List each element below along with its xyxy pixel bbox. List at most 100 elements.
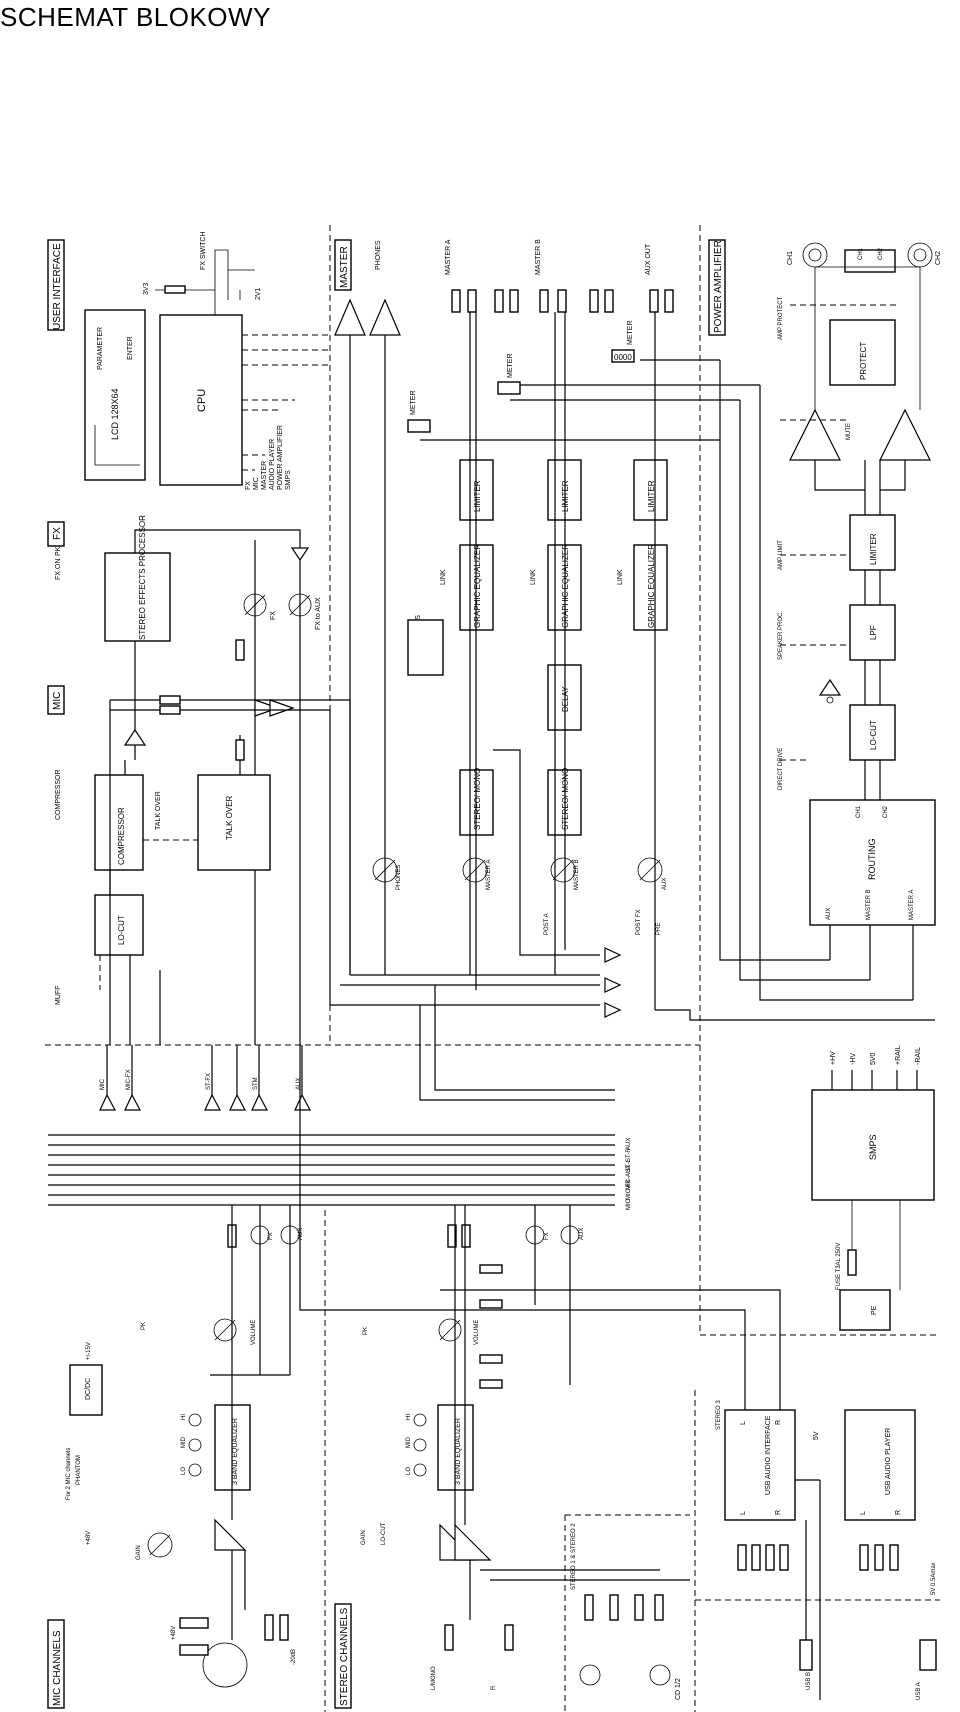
volume-mic-knob	[213, 1318, 237, 1342]
mute-pa-label: MUTE	[846, 423, 852, 440]
lo-cut-block	[94, 894, 144, 956]
bus-mic-aux: MIC-AUX	[626, 1165, 632, 1190]
lo-cut-pa-label: LO-CUT	[869, 720, 878, 750]
usb-player-block	[844, 1409, 916, 1521]
link-b-label: LINK	[530, 569, 537, 585]
rca-right	[649, 1664, 671, 1686]
link-aux-label: LINK	[617, 569, 624, 585]
r-label: R	[491, 1685, 497, 1690]
fx-mic-label: FX	[268, 1232, 274, 1240]
bus-st-l: ST-L	[626, 1159, 632, 1172]
lcd-label: LCD 128X64	[110, 388, 120, 440]
section-master: MASTER	[339, 246, 350, 288]
compressor-label: COMPRESSOR	[117, 807, 126, 865]
fx-switch-label: FX SWITCH	[200, 232, 207, 271]
section-labels: USER INTERFACE FX MIC MASTER POWER AMPLI…	[47, 239, 726, 1709]
fx-to-aux-label: FX to AUX	[315, 597, 322, 630]
bus-micfx-drv: MIC-FX	[126, 1069, 132, 1090]
usb-resistors	[737, 1544, 899, 1571]
usb-area: STEREO 3 USB AUDIO INTERFACE L R L R USB…	[299, 1005, 937, 1700]
lpf-block	[849, 604, 896, 661]
power-amp-1	[789, 408, 841, 461]
usb-interface-block	[724, 1409, 796, 1521]
phones-amp-1	[334, 298, 366, 336]
bus-stfx-drv: ST-FX	[206, 1073, 212, 1090]
master-knobs	[372, 857, 663, 883]
gain-mic-label: GAIN	[136, 1545, 142, 1560]
lo-mic-label: LO	[181, 1467, 187, 1475]
smps-area: SMPS +HV -HV 5V0 +RAIL -RAIL FUSE T3AL 2…	[811, 1045, 935, 1331]
mid-mic-label: MID	[181, 1436, 187, 1448]
eq-stereo-label: 3 BAND EQUALIZER	[455, 1418, 462, 1485]
master-b-knob-label: MASTER B	[574, 859, 580, 890]
mic-preamp	[214, 1518, 247, 1551]
master-signal-lines	[329, 312, 760, 1010]
meter-aux-label: METER	[627, 321, 634, 346]
graphic-eq-a-label: GRAPHIC EQUALIZER	[473, 544, 482, 628]
mixing-bus: AUX ST-R ST-L MIC-AUX MIC-FX MIC MIC MIC…	[48, 985, 632, 1210]
cpu-label: CPU	[196, 389, 208, 412]
compressor-block	[94, 774, 144, 871]
stereo-mono-a-label: STEREO/ MONO	[473, 768, 482, 830]
fx-area: STEREO EFFECTS PROCESSOR FX ON PK FX FX …	[55, 515, 322, 1045]
cpu-out-smps: SMPS	[285, 470, 292, 490]
eq-mic-label: 3 BAND EQUALIZER	[232, 1418, 239, 1485]
mid-st-label: MID	[406, 1436, 412, 1448]
usb-if-l-bottom: L	[740, 1511, 747, 1515]
pk-fx-label: PK	[55, 546, 62, 556]
bus-stm-drv: STM	[253, 1077, 259, 1090]
v5-label: 5V	[813, 1431, 820, 1440]
aux-knob-label: AUX	[662, 878, 668, 890]
speaker-proc-label: SPEAKER PROC.	[778, 611, 784, 660]
usb-if-r-bottom: R	[775, 1510, 782, 1515]
effects-processor-label: STEREO EFFECTS PROCESSOR	[138, 515, 147, 640]
meter-display: 0000	[614, 353, 632, 362]
pa-signal-lines	[655, 266, 935, 1021]
rail-5v0: 5V0	[870, 1052, 877, 1065]
player-l-label: L	[860, 1511, 867, 1515]
graphic-eq-aux-label: GRAPHIC EQUALIZER	[647, 544, 656, 628]
rail-hv-plus: +HV	[830, 1051, 837, 1065]
phones-amp-2	[369, 298, 401, 336]
cpu-out-audio-player: AUDIO PLAYER	[269, 439, 276, 490]
parameter-label: PARAMETER	[97, 327, 104, 370]
usb-b-label: USB B	[806, 1672, 812, 1690]
post-fx-label: POST FX	[636, 909, 642, 935]
lo-cut-st-label: LO-CUT	[381, 1522, 387, 1545]
hi-st-label: HI	[406, 1414, 412, 1420]
bus-aux-drv: AUX	[296, 1078, 302, 1090]
lpf-label: LPF	[869, 625, 878, 640]
dcdc-out-label: +/-15V	[86, 1342, 92, 1360]
v48-mic-label: +48V	[171, 1626, 177, 1640]
gain-mic-knob	[147, 1532, 173, 1558]
usb-if-l-top: L	[740, 1421, 747, 1425]
aux-out-label: AUX OUT	[645, 243, 652, 275]
power-amp-2	[879, 408, 931, 461]
limiter-pa-block	[849, 514, 896, 571]
usb-a-label: USB A	[916, 1682, 922, 1700]
limiter-aux-block	[633, 459, 668, 521]
fuse-label: FUSE T3AL 250V	[836, 1243, 842, 1290]
cpu-out-mic: MIC	[253, 477, 260, 490]
section-mic: MIC	[52, 692, 63, 710]
protect-block	[829, 319, 896, 386]
mains-label: PE	[871, 1305, 878, 1315]
fx-st-label: FX	[544, 1232, 550, 1240]
rca-left	[579, 1664, 601, 1686]
talk-over-switch-label: TALK OVER	[155, 791, 162, 830]
mic-area: COMPRESSOR TALK OVER LO-CUT TALK OVER CO…	[55, 639, 350, 1045]
routing-ch1-label: CH1	[856, 805, 862, 818]
master-a-label: MASTER A	[445, 239, 452, 275]
volume-mic-label: VOLUME	[251, 1320, 257, 1345]
smps-block	[811, 1089, 935, 1201]
fx-knob-label: FX	[270, 611, 277, 620]
power-5v-label: 5V 0.5Amax	[931, 1562, 937, 1595]
cpu-output-lines	[242, 334, 330, 471]
bus-mic-drv: MIC	[100, 1078, 106, 1090]
lo-cut-pa-block	[849, 704, 896, 761]
limiter-aux-label: LIMITER	[647, 480, 656, 512]
pre-label: PRE	[656, 923, 662, 935]
master-a-knob-label: MASTER A	[486, 860, 492, 890]
routing-ch2-label: CH2	[883, 805, 889, 818]
l-mono-label: L/MONO	[431, 1666, 437, 1690]
